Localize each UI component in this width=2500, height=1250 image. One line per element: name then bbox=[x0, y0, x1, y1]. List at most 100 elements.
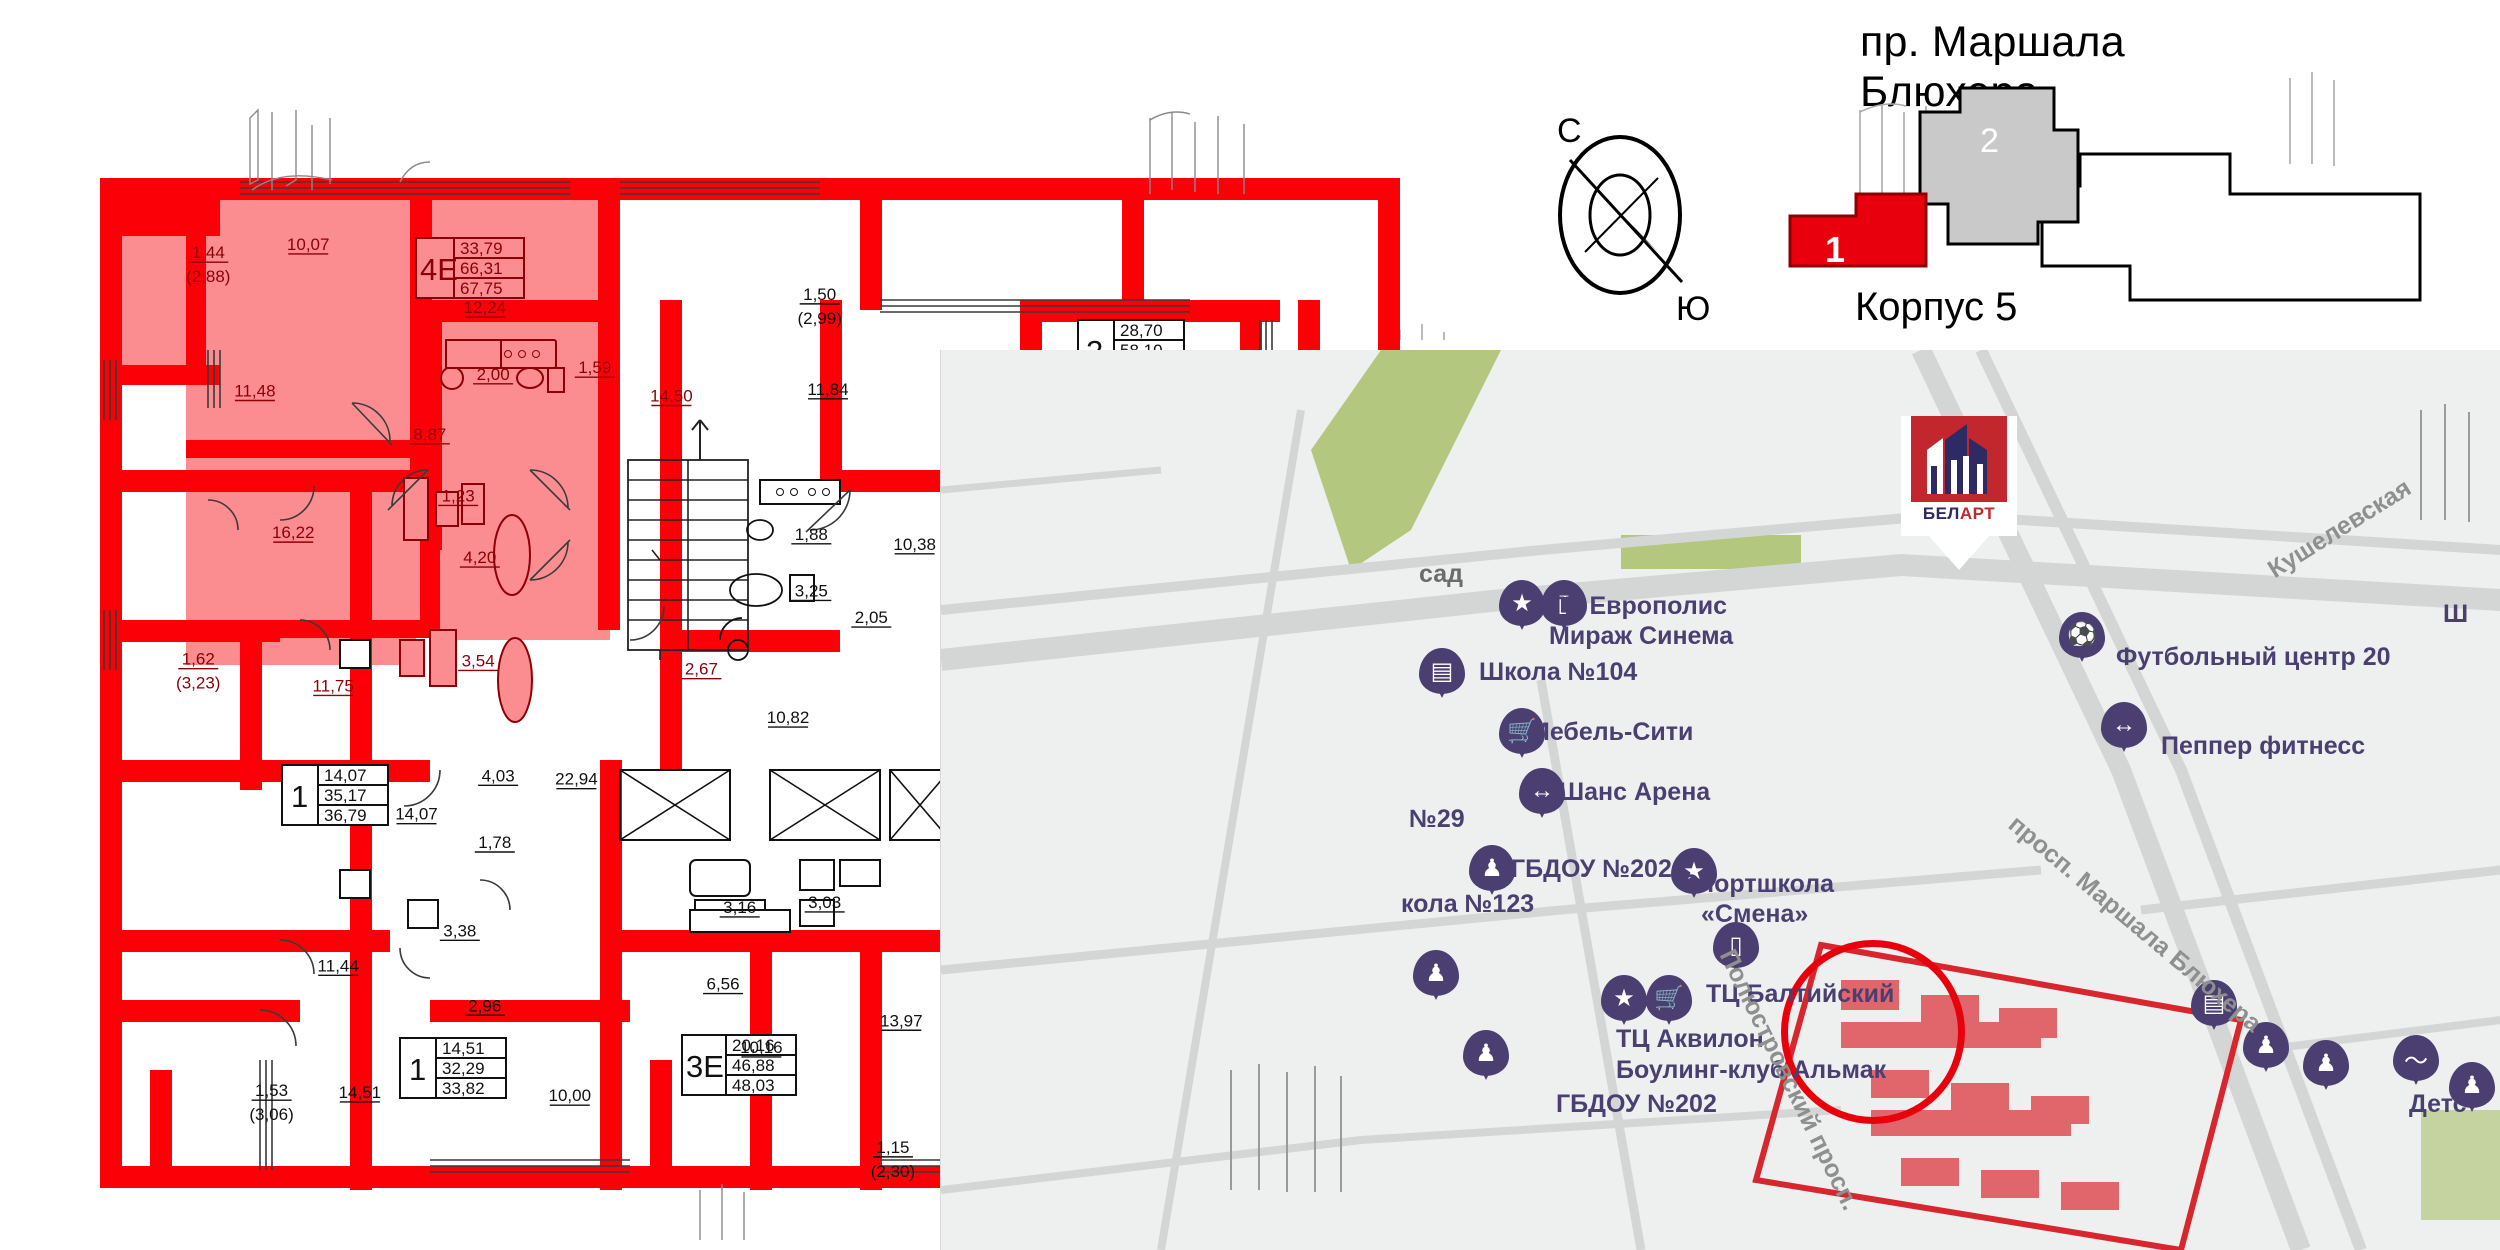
book-icon-2-glyph: ▤ bbox=[2202, 989, 2226, 1017]
book-icon-2[interactable]: ▤ bbox=[2191, 980, 2237, 1030]
map-place-label: ТЦ Европолис bbox=[1549, 592, 1727, 620]
room-area-label: 10,16 bbox=[740, 1038, 783, 1057]
compass-icon: С Ю bbox=[1557, 112, 1710, 328]
kindergarten-icon-6-glyph: ♟ bbox=[2461, 1071, 2483, 1099]
room-area-label: 2,96 bbox=[468, 996, 501, 1015]
apartment-badge-1-bottomleft: 1 14,51 32,29 33,82 bbox=[399, 1037, 507, 1099]
map-place-label: просп. Маршала Блюхера bbox=[2003, 810, 2267, 1038]
belart-word-part1: БЕЛ bbox=[1922, 504, 1960, 523]
room-area-label: 11,84 bbox=[807, 380, 848, 399]
room-area-label: 1,53 bbox=[255, 1081, 288, 1100]
map-place-label: кола №123 bbox=[1401, 890, 1535, 918]
football-icon-glyph: ⚽ bbox=[2067, 621, 2097, 649]
map-base-svg bbox=[941, 350, 2500, 1250]
apartment-living: 33,79 bbox=[460, 239, 503, 258]
cart-icon-2-glyph: 🛒 bbox=[1654, 984, 1684, 1012]
site-plan-svg: С Ю 2 1 bbox=[1400, 72, 2422, 340]
map-place-label: Шанс Арена bbox=[1559, 778, 1711, 806]
room-area-label: 2,00 bbox=[477, 365, 510, 384]
room-area-label: 2,05 bbox=[855, 608, 888, 627]
street-title-line1: пр. Маршала bbox=[1860, 18, 2125, 66]
apartment-badge-1-midleft: 1 14,07 35,17 36,79 bbox=[281, 764, 389, 826]
star-icon-3[interactable]: ★ bbox=[1601, 975, 1647, 1025]
map-place-label: ГБДОУ №202 bbox=[1511, 855, 1672, 883]
football-icon[interactable]: ⚽ bbox=[2059, 612, 2105, 662]
room-area-label: 4,20 bbox=[463, 548, 496, 567]
star-icon-2-glyph: ★ bbox=[1683, 857, 1705, 885]
clipboard-icon-glyph: ▯ bbox=[1729, 931, 1743, 959]
apartment-total: 35,17 bbox=[324, 786, 367, 805]
room-area-label: 11,48 bbox=[234, 382, 275, 401]
kindergarten-icon-3-glyph: ♟ bbox=[1475, 1039, 1497, 1067]
apartment-id: 1 bbox=[291, 779, 308, 814]
kindergarten-icon-2[interactable]: ♟ bbox=[1413, 950, 1459, 1000]
book-icon-glyph: ▤ bbox=[1430, 657, 1454, 685]
room-area-label: 1,62 bbox=[182, 650, 215, 669]
kindergarten-icon-3[interactable]: ♟ bbox=[1463, 1030, 1509, 1080]
apartment-id: 1 bbox=[409, 1052, 426, 1087]
cart-icon[interactable]: 🛒 bbox=[1499, 708, 1545, 758]
kindergarten-icon-6[interactable]: ♟ bbox=[2449, 1062, 2495, 1112]
apartment-id: 3E bbox=[686, 1049, 724, 1084]
apartment-badge-4E: 4E 33,79 66,31 67,75 bbox=[415, 237, 525, 299]
room-area-label: 8,87 bbox=[413, 425, 446, 444]
room-area-label: 1,88 bbox=[795, 525, 828, 544]
room-area-label: 14,07 bbox=[395, 805, 438, 824]
room-area-label: 11,75 bbox=[313, 676, 354, 695]
block-2-label: 2 bbox=[1980, 122, 1999, 160]
belart-wordmark: БЕЛАРТ bbox=[1901, 504, 2017, 524]
gym-icon-2[interactable]: ↔ bbox=[2101, 702, 2147, 752]
room-area-secondary: (2,30) bbox=[871, 1162, 915, 1181]
belart-logo-pin[interactable]: БЕЛАРТ bbox=[1901, 410, 2017, 570]
gym-icon[interactable]: ↔ bbox=[1519, 768, 1565, 818]
map-place-label: №29 bbox=[1409, 805, 1465, 833]
room-area-label: 1,78 bbox=[478, 833, 511, 852]
elevator-shafts bbox=[619, 769, 951, 841]
cart-icon-2[interactable]: 🛒 bbox=[1646, 975, 1692, 1025]
map-place-label: «Смена» bbox=[1701, 900, 1809, 928]
room-area-label: 1,23 bbox=[442, 486, 475, 505]
book-icon[interactable]: ▤ bbox=[1419, 648, 1465, 698]
apartment-id: 4E bbox=[420, 252, 458, 287]
kindergarten-icon-4[interactable]: ♟ bbox=[2243, 1022, 2289, 1072]
room-area-label: 1,59 bbox=[578, 358, 611, 377]
kindergarten-icon-4-glyph: ♟ bbox=[2255, 1031, 2277, 1059]
room-area-label: 2,67 bbox=[685, 660, 718, 679]
room-area-label: 14,50 bbox=[650, 387, 693, 406]
room-area-secondary: (3,23) bbox=[176, 674, 220, 693]
map-place-label: Пеппер фитнесс bbox=[2161, 732, 2366, 760]
map-place-label: Мебель-Сити bbox=[1529, 718, 1694, 746]
room-area-label: 14,51 bbox=[339, 1083, 382, 1102]
star-icon-glyph: ★ bbox=[1511, 589, 1533, 617]
room-area-label: 10,07 bbox=[287, 235, 330, 254]
room-area-label: 10,82 bbox=[767, 708, 810, 727]
room-area-label: 3,25 bbox=[795, 581, 828, 600]
star-icon-2[interactable]: ★ bbox=[1671, 848, 1717, 898]
right-panel: пр. Маршала Блюхера С Ю 2 1 bbox=[940, 0, 2500, 1250]
room-area-label: 1,44 bbox=[192, 243, 225, 262]
room-area-label: 6,56 bbox=[706, 975, 739, 994]
pool-icon[interactable]: 〜 bbox=[2393, 1035, 2439, 1085]
belart-word-part2: АРТ bbox=[1959, 504, 1996, 523]
belart-emblem bbox=[1911, 416, 2007, 502]
map-place-label: ТЦ Балтийский bbox=[1706, 980, 1895, 1008]
clipboard-icon[interactable]: ▯ bbox=[1713, 922, 1759, 972]
map-place-label: Ш bbox=[2443, 600, 2469, 628]
kindergarten-icon-2-glyph: ♟ bbox=[1425, 959, 1447, 987]
apartment-living: 14,51 bbox=[442, 1039, 485, 1058]
room-area-label: 1,15 bbox=[876, 1138, 909, 1157]
star-icon[interactable]: ★ bbox=[1499, 580, 1545, 630]
staircase bbox=[627, 419, 749, 660]
room-area-secondary: (2,88) bbox=[186, 267, 230, 286]
cart-icon-glyph: 🛒 bbox=[1507, 717, 1537, 745]
room-area-label: 3,38 bbox=[443, 921, 476, 940]
room-area-label: 13,97 bbox=[880, 1011, 923, 1030]
kindergarten-icon-5[interactable]: ♟ bbox=[2303, 1040, 2349, 1090]
shop-icon[interactable]: ▯ bbox=[1541, 580, 1587, 630]
room-area-label: 3,54 bbox=[462, 651, 495, 670]
kindergarten-icon[interactable]: ♟ bbox=[1469, 845, 1515, 895]
room-area-label: 22,94 bbox=[555, 770, 598, 789]
map-place-label: Спортшкола bbox=[1681, 870, 1835, 898]
